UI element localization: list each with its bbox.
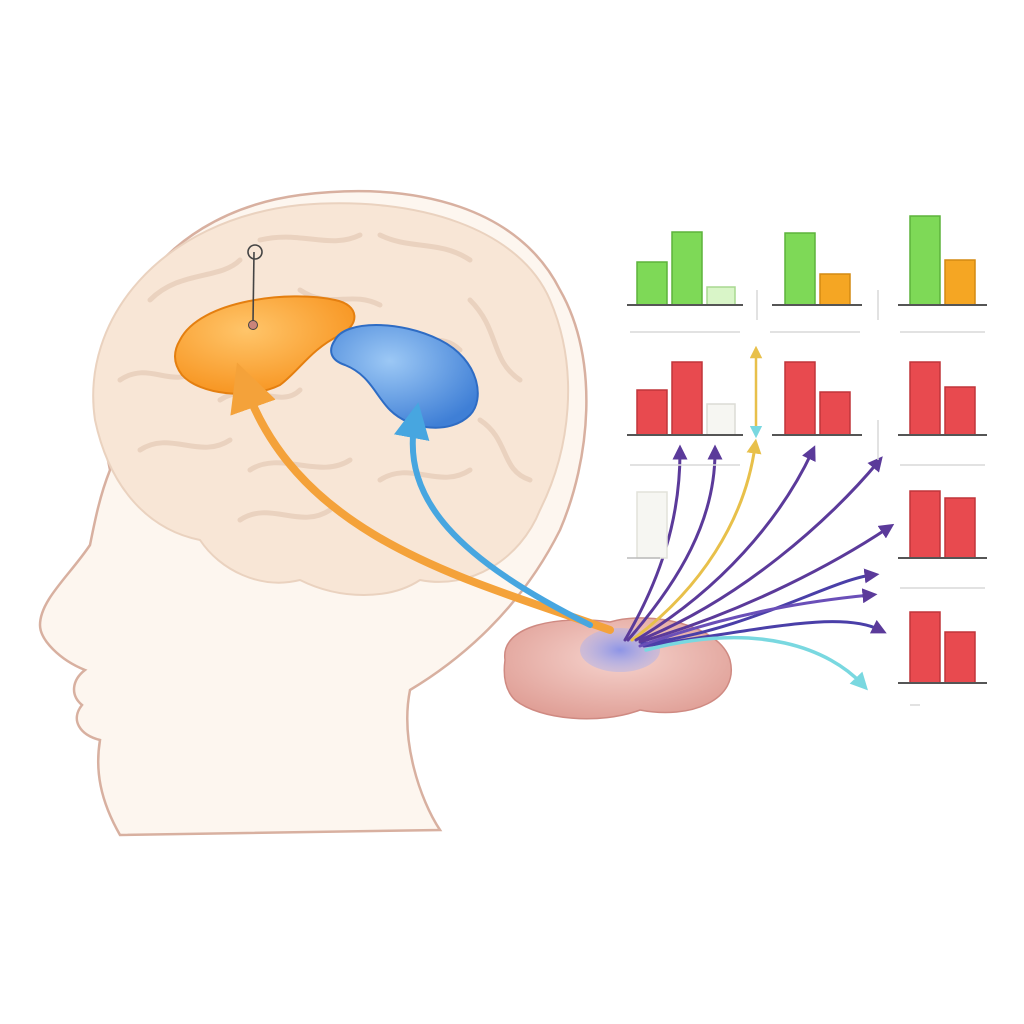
fan-arrow [638, 588, 878, 648]
brain [92, 202, 570, 596]
chart-bar [944, 259, 976, 306]
fan-arrow [626, 444, 723, 642]
chart-bar [909, 490, 941, 559]
chart-bar [944, 497, 976, 559]
chart-bar [706, 403, 736, 436]
bar-chart-grid [627, 215, 987, 684]
chart-bar [706, 286, 736, 306]
fan-arrow [638, 456, 883, 642]
fan-arrow [630, 438, 762, 642]
chart-bar [909, 611, 941, 684]
electrode-marker [247, 244, 263, 330]
bar-chart-r3c1 [627, 491, 668, 559]
fan-arrow [644, 635, 869, 691]
bar-chart-r2c3 [898, 361, 987, 436]
fan-arrow [634, 445, 816, 642]
chart-bar [944, 631, 976, 684]
bar-chart-r1c1 [627, 231, 743, 306]
bar-chart-r1c2 [772, 232, 862, 306]
chart-bar [944, 386, 976, 436]
fan-arrow [638, 523, 895, 644]
bar-chart-r3c3 [898, 490, 987, 559]
bar-chart-r1c3 [898, 215, 987, 306]
chart-bar [636, 261, 668, 306]
chart-bar [784, 232, 816, 306]
blue-arrow [394, 402, 593, 628]
chart-bar [671, 231, 703, 306]
bar-chart-r2c2 [772, 361, 862, 436]
chart-bar [784, 361, 816, 436]
fan-arrows [623, 438, 895, 691]
chart-bar [909, 361, 941, 436]
chart-bar [819, 391, 851, 436]
orange-arrow [230, 362, 614, 634]
chart-bar [819, 273, 851, 306]
grid-dividers [630, 290, 985, 706]
blue-brain-region [330, 324, 479, 429]
chart-bar [636, 491, 668, 559]
orange-brain-region [174, 295, 356, 395]
chart-bar [909, 215, 941, 306]
chart-bar [671, 361, 703, 436]
bar-chart-r4c3 [898, 611, 987, 684]
bar-chart-r2c1 [627, 361, 743, 436]
chart-bar [636, 389, 668, 436]
